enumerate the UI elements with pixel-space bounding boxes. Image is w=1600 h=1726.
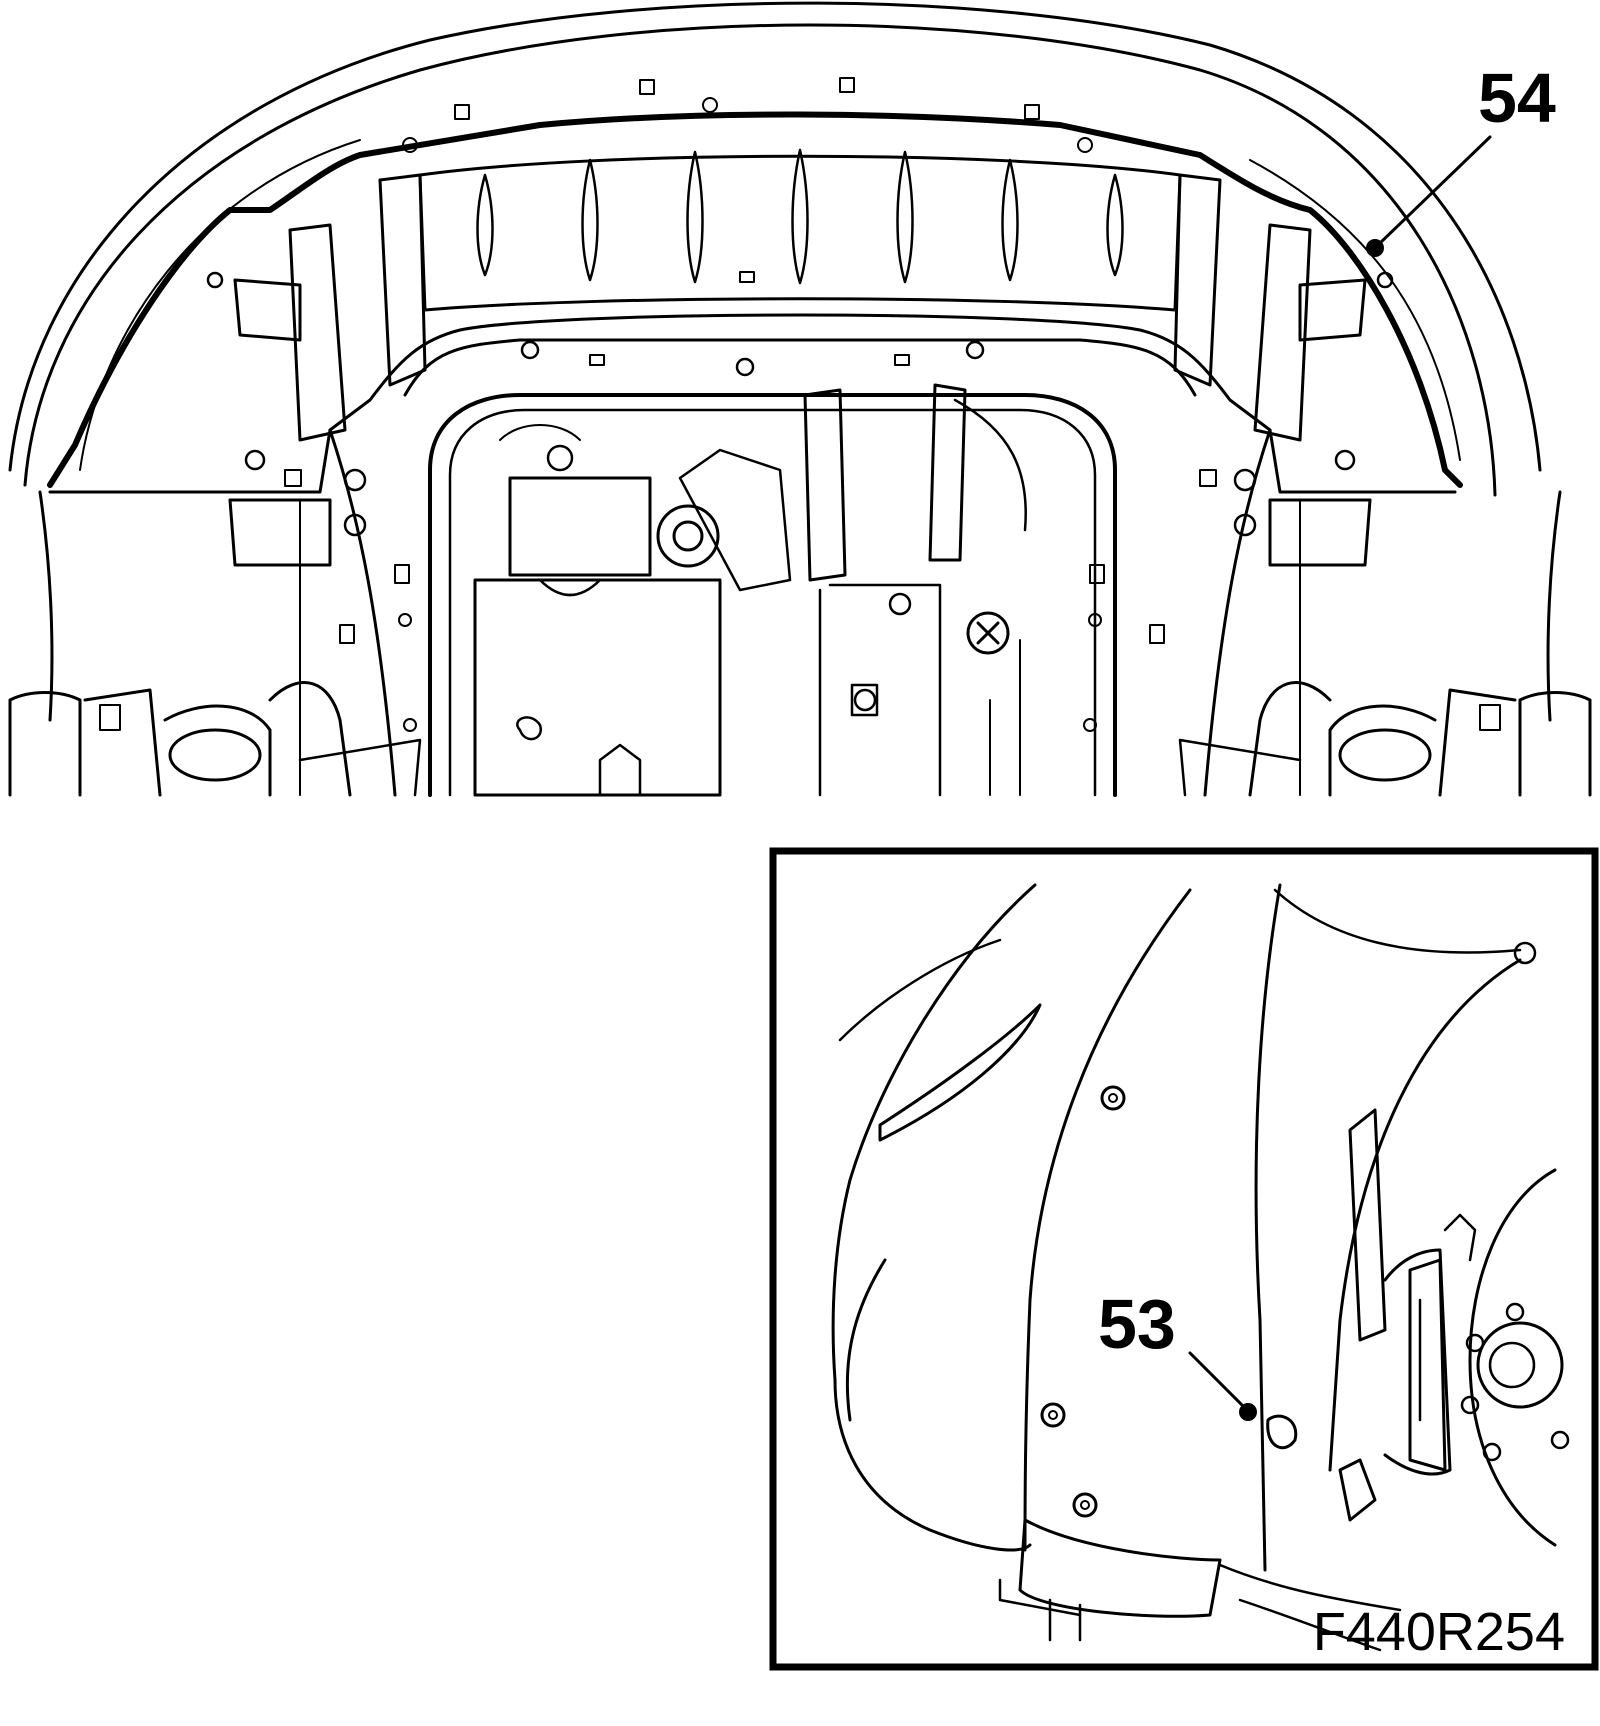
right-side-bracket [1173,173,1394,567]
callout-53-label: 53 [1098,1285,1176,1363]
liner-fasteners [1040,1085,1298,1518]
left-suspension-assembly [8,681,422,797]
callout-54-label: 54 [1478,59,1556,137]
callout-53-marker [1239,1403,1257,1421]
subframe-opening [428,393,1117,797]
brake-disc-hub [1460,1168,1570,1547]
right-suspension-assembly [1178,681,1592,797]
bumper-cover-edge [47,111,1463,488]
left-side-bracket [206,173,427,567]
driveline-components [473,383,1027,797]
figure-code: F440R254 [1313,1602,1565,1662]
main-view-rear-underbody: 54 [8,1,1592,797]
callout-54-marker [1366,239,1384,257]
damper-bracket [1338,1108,1477,1522]
ventilation-slots [476,148,1124,285]
inset-frame [769,847,1599,1671]
inset-detail-view: 53 F440R254 [769,847,1599,1671]
bumper-clips [402,77,1093,283]
